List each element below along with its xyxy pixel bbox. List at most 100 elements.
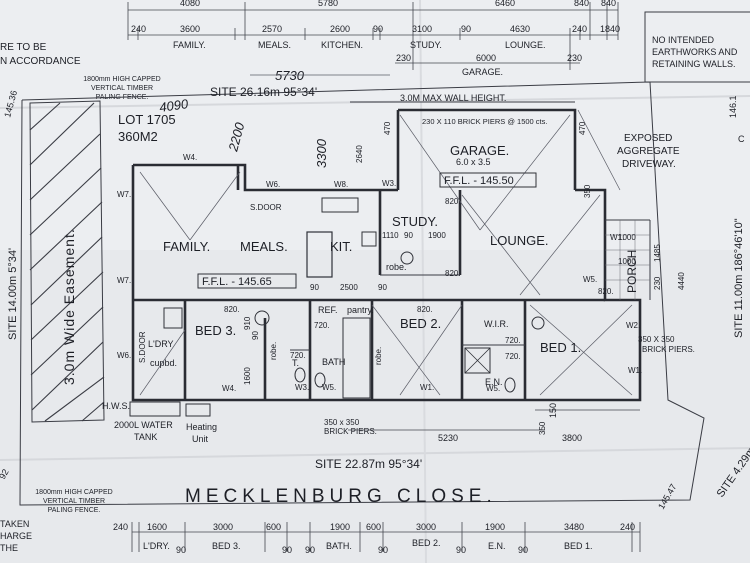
note-left-top-2: N ACCORDANCE: [0, 56, 81, 67]
dim-top-840b: 840: [601, 0, 616, 8]
ffl-garage-box: [439, 172, 537, 188]
brick-piers-top-note: 230 X 110 BRICK PIERS @ 1500 cts.: [422, 117, 547, 126]
window-w5-bath: W5.: [322, 383, 336, 392]
dim-820-bed2: 820.: [417, 305, 433, 314]
dim-720-d: 720.: [505, 352, 521, 361]
blabel-bath: BATH.: [326, 541, 352, 551]
ffl-house-box: [197, 273, 297, 289]
site-left-label: SITE 14.00m 5°34': [7, 248, 19, 340]
driveway-line-3: DRIVEWAY.: [622, 159, 676, 170]
fence-top-line-1: 1800mm HIGH CAPPED: [83, 76, 160, 83]
earthworks-line-2: EARTHWORKS AND: [652, 47, 738, 57]
bdim-90-a: 90: [176, 545, 186, 555]
label-top-family: FAMILY.: [173, 40, 206, 50]
dim-230b: 230: [567, 53, 582, 63]
site-boundary: [19, 81, 705, 506]
label-top-meals: MEALS.: [258, 40, 291, 50]
pantry: pantry.: [347, 305, 374, 315]
room-en: E.N.: [485, 377, 503, 387]
dim-top-5780: 5780: [318, 0, 338, 8]
dim-230a: 230: [396, 53, 411, 63]
room-study: STUDY.: [392, 214, 438, 229]
bdim-600a: 600: [266, 522, 281, 532]
robe-study: robe.: [386, 262, 407, 272]
dim-1000-a: 1000: [618, 233, 636, 242]
window-w1-porch: W1.: [610, 233, 624, 242]
easement-hatch: [29, 100, 105, 423]
dim-2640: 2640: [355, 145, 364, 163]
toilet-en: [504, 377, 516, 393]
level-left-bottom: 92: [0, 467, 11, 481]
dim-2570: 2570: [262, 24, 282, 34]
fence-bottom-line-1: 1800mm HIGH CAPPED: [35, 489, 112, 496]
toilet-t: [294, 367, 306, 383]
brick-piers-1-line-2: BRICK PIERS.: [324, 427, 377, 436]
note-left-bottom-2: HARGE: [0, 531, 32, 541]
window-w3-study: W3.: [382, 179, 396, 188]
brick-piers-2-line-2: BRICK PIERS.: [642, 345, 695, 354]
dim-820-d: 820.: [598, 287, 614, 296]
trough: [163, 307, 183, 329]
heating-line-2: Unit: [192, 434, 209, 444]
dim-6000: 6000: [476, 53, 496, 63]
kitchen-island: [306, 231, 333, 278]
hws: H.W.S.: [102, 401, 130, 411]
bdim-90-b: 90: [282, 545, 292, 555]
dim-4440: 4440: [677, 272, 686, 290]
sdoor-ldry: S.DOOR: [138, 331, 147, 363]
blabel-bed2: BED 2.: [412, 538, 441, 548]
max-wall-note: 3.0M MAX WALL HEIGHT.: [400, 93, 506, 103]
bottom-dimension-lines: [131, 522, 641, 552]
window-w6-top: W6.: [266, 180, 280, 189]
dim-top-4080: 4080: [180, 0, 200, 8]
window-w3-bath: W3.: [295, 383, 309, 392]
earthworks-line-1: NO INTENDED: [652, 35, 715, 45]
window-w7-mid: W7.: [117, 276, 131, 285]
site-right-label: SITE 11.00m 186°46'10": [733, 218, 745, 338]
label-top-garage: GARAGE.: [462, 67, 503, 77]
window-w2: W2.: [626, 321, 640, 330]
bdim-240b: 240: [620, 522, 635, 532]
label-top-study: STUDY.: [410, 40, 442, 50]
room-porch: PORCH: [625, 250, 639, 293]
handwritten-5730: 5730: [275, 68, 305, 83]
dim-720-c: 720.: [505, 336, 521, 345]
dim-90-bed3: 90: [251, 331, 260, 340]
heating-line-1: Heating: [186, 422, 217, 432]
bdim-90-f: 90: [518, 545, 528, 555]
toilet-label: T.: [292, 358, 299, 368]
dim-1600-v: 1600: [243, 367, 252, 385]
dim-90a: 90: [373, 24, 383, 34]
window-w1-bed1: W1.: [628, 366, 642, 375]
earthworks-note-box: [644, 11, 750, 83]
dim-3100: 3100: [412, 24, 432, 34]
dim-90-study: 90: [404, 231, 413, 240]
bdim-90-d: 90: [378, 545, 388, 555]
ref-space: REF.: [318, 305, 338, 315]
toilet-bath: [314, 372, 326, 388]
dim-5230: 5230: [438, 433, 458, 443]
dim-1900: 1900: [428, 231, 446, 240]
bdim-600b: 600: [366, 522, 381, 532]
robe-bed3: robe.: [269, 342, 278, 360]
dim-350-a: 350: [583, 184, 592, 198]
note-left-bottom-3: THE: [0, 543, 18, 553]
bdim-3000a: 3000: [213, 522, 233, 532]
room-bath: BATH: [322, 357, 345, 367]
dim-470a: 470: [383, 121, 392, 135]
dim-240b: 240: [572, 24, 587, 34]
window-w5-lounge: W5.: [583, 275, 597, 284]
bdim-1600: 1600: [147, 522, 167, 532]
bdim-1900a: 1900: [330, 522, 350, 532]
kitchen-sink: [321, 197, 359, 213]
room-bed2: BED 2.: [400, 316, 441, 331]
bdim-1900b: 1900: [485, 522, 505, 532]
room-lounge: LOUNGE.: [490, 233, 549, 248]
dim-150: 150: [548, 403, 558, 418]
room-kit: KIT.: [330, 239, 352, 254]
window-w1-bed2: W1.: [420, 383, 434, 392]
dim-1110: 1110: [382, 231, 399, 240]
note-left-top-1: RE TO BE: [0, 42, 47, 53]
bdim-90-c: 90: [305, 545, 315, 555]
